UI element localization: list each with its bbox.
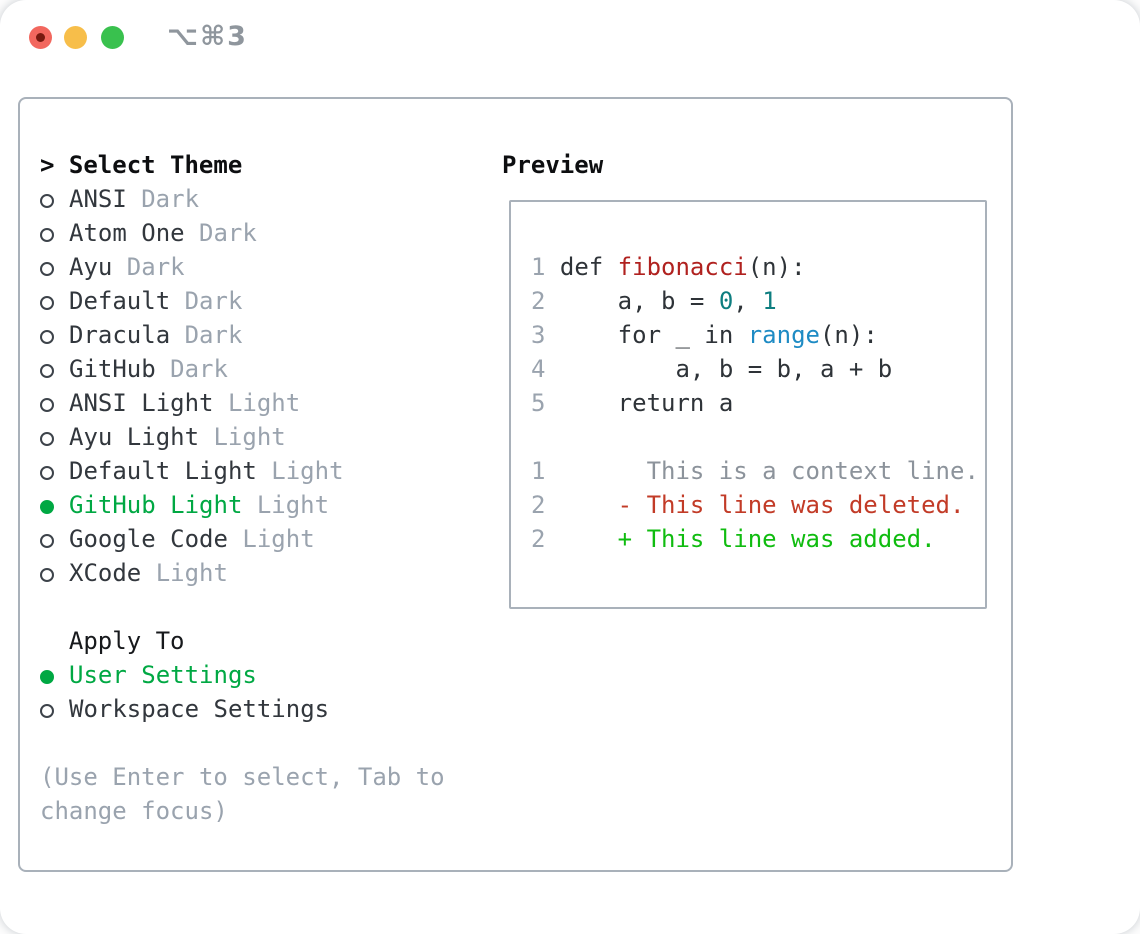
line-number: 1: [531, 253, 546, 281]
line-number: 2: [531, 525, 546, 553]
line-number: 2: [531, 491, 546, 519]
code-line: 3 for _ in range(n):: [531, 318, 985, 352]
diff-minus-marker: -: [617, 491, 633, 519]
radio-unselected-icon: [40, 432, 54, 446]
diff-plus-marker: +: [617, 525, 633, 553]
apply-option-workspace-settings[interactable]: Workspace Settings: [40, 692, 445, 726]
zoom-button[interactable]: [101, 26, 124, 49]
focus-caret-icon: >: [40, 151, 55, 179]
line-number: 4: [531, 355, 546, 383]
select-theme-heading: >Select Theme: [40, 148, 445, 182]
radio-unselected-icon: [40, 330, 54, 344]
code-line: 2 a, b = 0, 1: [531, 284, 985, 318]
window-title: ⌥⌘3: [167, 21, 248, 52]
spacer: [40, 726, 445, 760]
radio-selected-icon: [40, 500, 54, 514]
line-number: 5: [531, 389, 546, 417]
radio-selected-icon: [40, 670, 54, 684]
radio-unselected-icon: [40, 704, 54, 718]
diff-deleted-line: 2-This line was deleted.: [531, 488, 985, 522]
radio-unselected-icon: [40, 534, 54, 548]
spacer: [531, 420, 985, 454]
code-line: 4 a, b = b, a + b: [531, 352, 985, 386]
diff-added-line: 2+This line was added.: [531, 522, 985, 556]
radio-unselected-icon: [40, 228, 54, 242]
help-text-line2: change focus): [40, 797, 228, 825]
radio-unselected-icon: [40, 398, 54, 412]
apply-option-user-settings[interactable]: User Settings: [40, 658, 445, 692]
radio-unselected-icon: [40, 262, 54, 276]
code-line: 5 return a: [531, 386, 985, 420]
spacer: [40, 590, 445, 624]
radio-unselected-icon: [40, 364, 54, 378]
radio-unselected-icon: [40, 194, 54, 208]
close-button[interactable]: [29, 26, 52, 49]
radio-unselected-icon: [40, 466, 54, 480]
radio-unselected-icon: [40, 568, 54, 582]
preview-heading: Preview: [502, 151, 604, 179]
help-text-line1: (Use Enter to select, Tab to: [40, 763, 445, 791]
line-number: 3: [531, 321, 546, 349]
radio-unselected-icon: [40, 296, 54, 310]
apply-to-heading: Apply To: [68, 627, 185, 655]
line-number: 1: [531, 457, 546, 485]
line-number: 2: [531, 287, 546, 315]
minimize-button[interactable]: [64, 26, 87, 49]
